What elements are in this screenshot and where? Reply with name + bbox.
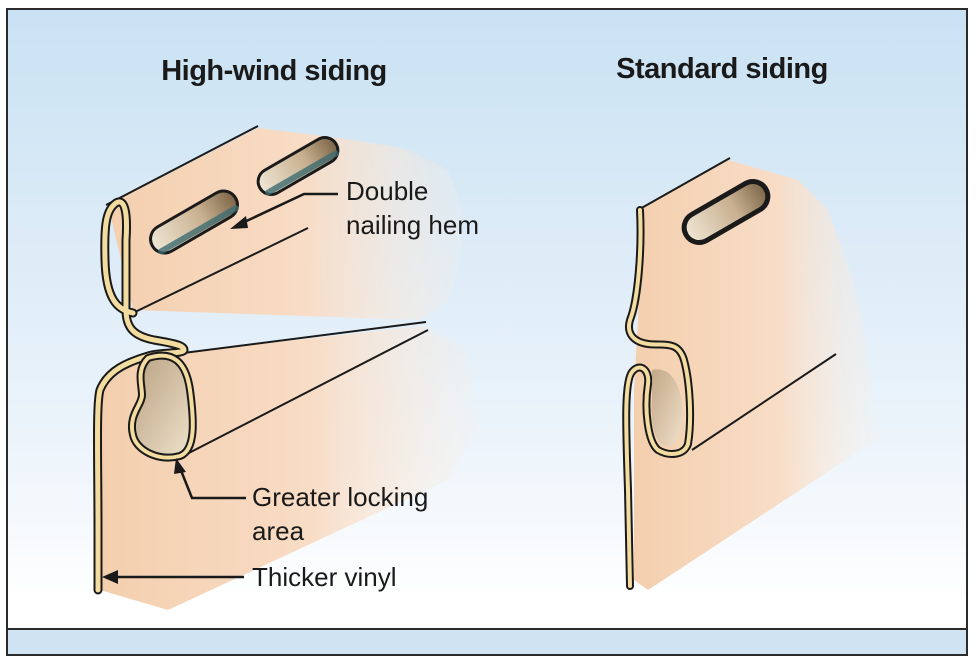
figure-frame: High-wind siding Standard siding [6,8,968,656]
callout-double-line1: Double [346,176,428,206]
bottom-divider [8,628,966,630]
callout-locking-line1: Greater locking [252,482,428,512]
callout-double-line2: nailing hem [346,210,479,240]
bottom-strip [8,630,966,654]
high-wind-upper-panel [108,128,463,320]
nailing-slot-front [149,189,239,255]
standard-siding-profile [622,157,876,590]
title-standard: Standard siding [616,53,828,85]
siding-diagram: High-wind siding Standard siding [93,53,876,610]
standard-nailing-slot [681,179,771,245]
leader-greater-locking-area [174,458,246,500]
leader-double-nailing-hem [230,192,338,229]
title-high-wind: High-wind siding [161,55,387,87]
callout-thicker-vinyl: Thicker vinyl [252,562,396,592]
standard-panel [634,160,876,590]
high-wind-siding-profile [93,125,478,610]
nailing-slot-back [256,136,340,196]
leader-thicker-vinyl [102,570,244,584]
callout-locking-line2: area [252,516,305,546]
